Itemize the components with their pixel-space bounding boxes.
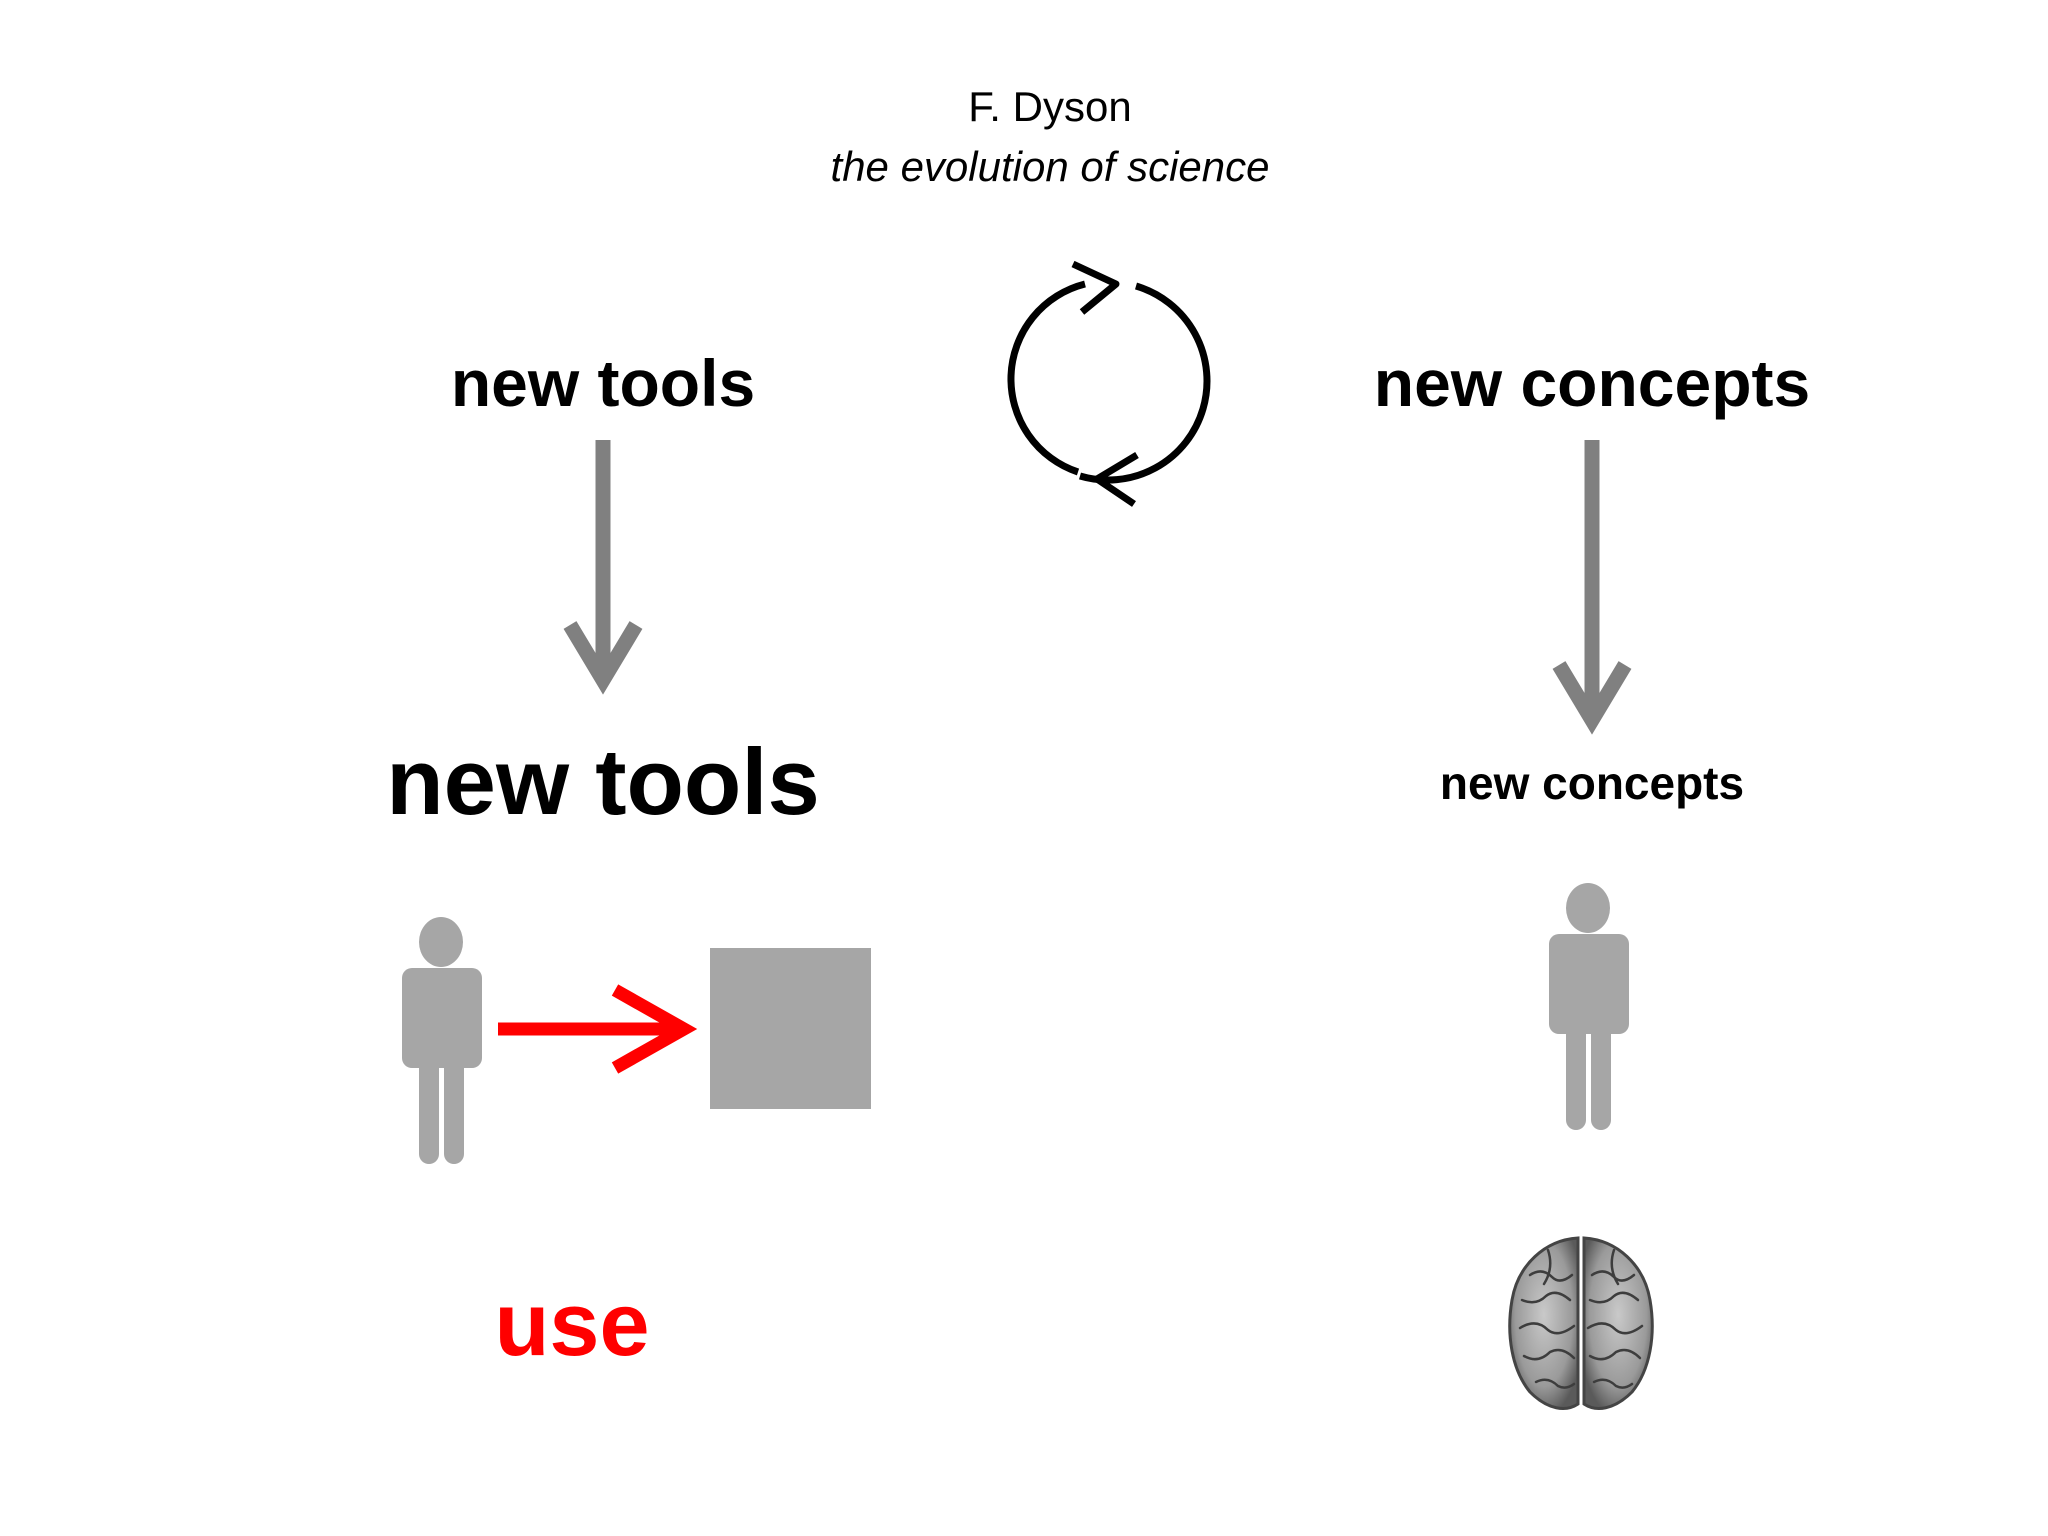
square-tool-icon — [710, 948, 871, 1109]
use-label: use — [494, 1275, 650, 1375]
author-name: F. Dyson — [968, 83, 1132, 130]
new-concepts-top-label: new concepts — [1373, 346, 1811, 420]
new-tools-large-label: new tools — [386, 729, 820, 834]
new-tools-top-label: new tools — [450, 346, 756, 420]
book-title: the evolution of science — [830, 143, 1270, 190]
new-concepts-small-label: new concepts — [1439, 757, 1745, 809]
